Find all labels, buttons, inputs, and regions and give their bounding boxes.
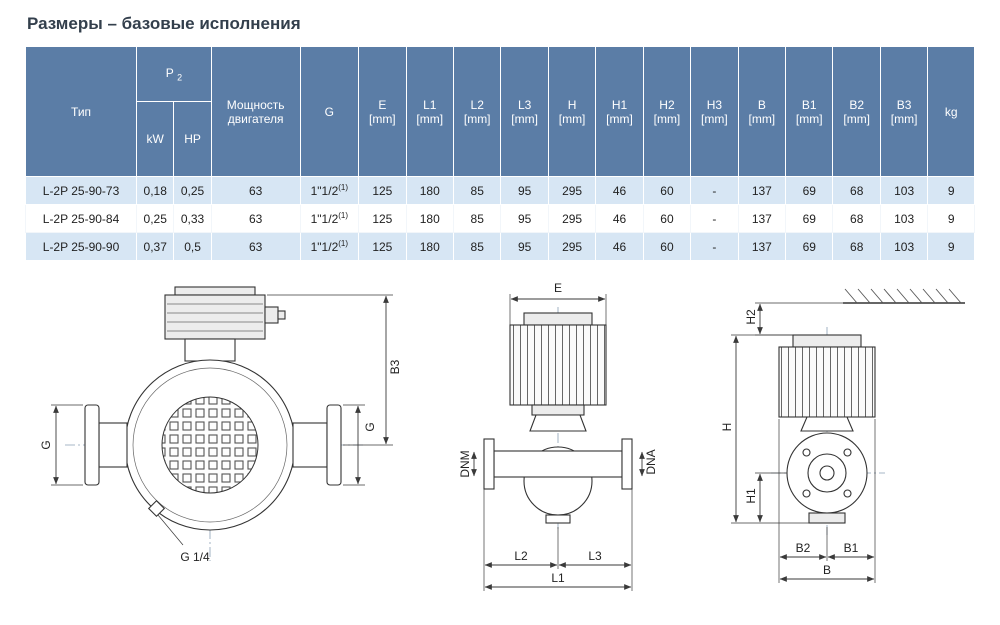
col-header-h3: H3[mm]	[690, 46, 739, 177]
col-header-b1: B1[mm]	[785, 46, 834, 177]
col-header-h: H[mm]	[547, 46, 597, 177]
dim-label-l2: L2	[514, 549, 528, 563]
dim-label-g-left: G	[39, 440, 53, 449]
dim-label-b1: B1	[844, 541, 859, 555]
dimension-h: H	[720, 334, 809, 524]
dim-label-h1: H1	[744, 488, 758, 504]
col-header-g: G	[299, 46, 360, 177]
dimension-e: E	[509, 281, 607, 325]
col-header-l2: L2[mm]	[452, 46, 502, 177]
suction-flange	[84, 404, 128, 486]
col-header-p2: P 2	[136, 46, 212, 102]
dimensions-table: Тип P 2 Мощность двигателя G E[mm] L1[mm…	[24, 46, 975, 261]
dimension-h2: H2	[744, 302, 843, 336]
dim-label-e: E	[554, 281, 562, 295]
drain-label: G 1/4	[180, 550, 210, 564]
cell-type: L-2P 25-90-73	[24, 176, 138, 205]
dim-label-b2: B2	[796, 541, 811, 555]
pump-housing	[483, 438, 633, 524]
pump-volute	[786, 432, 868, 524]
col-header-h1: H1[mm]	[595, 46, 644, 177]
dim-label-l3: L3	[588, 549, 602, 563]
table-row: L-2P 25-90-73 0,18 0,25 63 1"1/2(1) 125 …	[24, 176, 975, 205]
technical-drawings: G G B3 G 1/4 E	[25, 277, 975, 613]
drawing-installation-view: H2 H H1 B2 B1 B	[720, 288, 965, 583]
fan-cover	[124, 338, 296, 531]
cell-g: 1"1/2(1)	[299, 204, 360, 233]
dim-label-dna: DNA	[644, 449, 658, 474]
dim-label-h2: H2	[744, 309, 758, 325]
dimension-l2-l3-l1: L2 L3 L1	[483, 489, 633, 591]
page-title: Размеры – базовые исполнения	[27, 14, 301, 33]
cell-g: 1"1/2(1)	[299, 232, 360, 261]
cell-type: L-2P 25-90-84	[24, 204, 138, 233]
col-header-e: E[mm]	[358, 46, 407, 177]
discharge-flange	[292, 404, 342, 486]
dimension-h1: H1	[744, 472, 787, 523]
col-header-kg: kg	[927, 46, 975, 177]
col-header-h2: H2[mm]	[642, 46, 692, 177]
col-header-l1: L1[mm]	[405, 46, 454, 177]
col-header-b3: B3[mm]	[879, 46, 929, 177]
table-row: L-2P 25-90-90 0,37 0,5 63 1"1/2(1) 125 1…	[24, 232, 975, 261]
drawing-front-view: G G B3 G 1/4	[39, 286, 402, 564]
dimension-b2-b1-b: B2 B1 B	[778, 419, 876, 583]
col-header-hp: HP	[173, 101, 212, 177]
col-header-b2: B2[mm]	[832, 46, 881, 177]
dim-label-b3: B3	[388, 359, 402, 374]
col-header-b: B[mm]	[737, 46, 787, 177]
col-header-type: Тип	[24, 46, 138, 177]
dim-label-h: H	[720, 423, 734, 432]
dimension-dnm: DNM	[458, 450, 477, 478]
cell-g: 1"1/2(1)	[299, 176, 360, 205]
col-header-l3: L3[mm]	[500, 46, 549, 177]
terminal-box	[164, 286, 286, 340]
table-row: L-2P 25-90-84 0,25 0,33 63 1"1/2(1) 125 …	[24, 204, 975, 233]
dim-label-l1: L1	[551, 571, 565, 585]
col-header-kw: kW	[136, 101, 175, 177]
dim-label-dnm: DNM	[458, 450, 472, 477]
dimension-g-left: G	[39, 404, 83, 486]
dimension-b3: B3	[267, 294, 402, 446]
motor	[778, 334, 876, 432]
motor	[509, 312, 607, 432]
cell-type: L-2P 25-90-90	[24, 232, 138, 261]
drawing-side-view: E DNM DNA	[458, 281, 658, 591]
dim-label-g-right: G	[363, 422, 377, 431]
dim-label-b: B	[823, 563, 831, 577]
dimension-dna: DNA	[639, 449, 658, 477]
col-header-motor-power: Мощность двигателя	[210, 46, 301, 177]
drain-plug	[147, 499, 184, 546]
ceiling-hatch	[843, 288, 965, 304]
